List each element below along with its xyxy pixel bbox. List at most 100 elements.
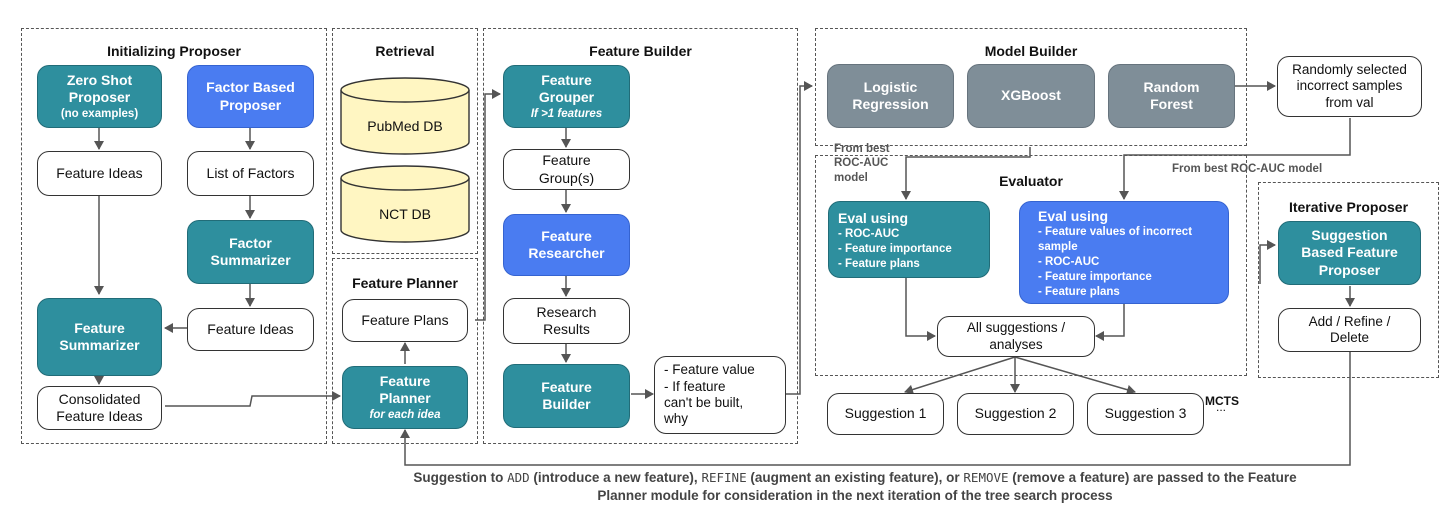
eval-left-title: Eval using xyxy=(838,210,909,226)
nct-db-cylinder[interactable]: NCT DB xyxy=(338,164,472,244)
iterative-proposer-group: Iterative Proposer xyxy=(1258,182,1439,378)
feature-grouper-label: Feature Grouper xyxy=(538,72,595,106)
random-samples-label: Randomly selected incorrect samples from… xyxy=(1292,61,1407,110)
feature-summarizer-label: Feature Summarizer xyxy=(59,319,140,353)
nct-db-label: NCT DB xyxy=(379,206,431,222)
suggestion-based-proposer-box[interactable]: Suggestion Based Feature Proposer xyxy=(1278,221,1421,285)
caption-line-1: Suggestion to ADD (introduce a new featu… xyxy=(300,469,1410,487)
factor-summarizer-label: Factor Summarizer xyxy=(210,234,291,268)
eval-right-item-5: - Feature plans xyxy=(1038,285,1120,298)
factor-based-proposer-box[interactable]: Factor Based Proposer xyxy=(187,65,314,128)
feature-builder-label: Feature Builder xyxy=(541,378,592,412)
eval-right-title: Eval using xyxy=(1038,208,1109,224)
caption-part-3: (augment an existing feature), or xyxy=(746,470,964,485)
caption-part-1: Suggestion to xyxy=(413,470,508,485)
caption: Suggestion to ADD (introduce a new featu… xyxy=(300,469,1410,505)
feature-researcher-label: Feature Researcher xyxy=(528,227,605,261)
output-line-1: - Feature value xyxy=(664,362,755,378)
random-forest-box[interactable]: Random Forest xyxy=(1108,64,1235,128)
iterative-proposer-title: Iterative Proposer xyxy=(1288,199,1409,215)
pubmed-db-label: PubMed DB xyxy=(367,118,443,134)
feature-groups-label: Feature Group(s) xyxy=(538,152,595,186)
ellipsis-label: ... xyxy=(1216,400,1227,414)
feature-planner-sub: for each idea xyxy=(369,408,441,421)
add-refine-delete-box[interactable]: Add / Refine / Delete xyxy=(1278,308,1421,352)
eval-right-box[interactable]: Eval using - Feature values of incorrect… xyxy=(1019,201,1229,304)
consolidated-feature-ideas-box[interactable]: Consolidated Feature Ideas xyxy=(37,386,162,430)
caption-add: ADD xyxy=(507,470,530,485)
caption-remove: REMOVE xyxy=(963,470,1009,485)
evaluator-title: Evaluator xyxy=(999,173,1063,189)
feature-summarizer-box[interactable]: Feature Summarizer xyxy=(37,298,162,376)
zero-shot-proposer-sub: (no examples) xyxy=(60,107,139,120)
note-left-line-1: From best xyxy=(834,143,890,155)
suggestion-1-box[interactable]: Suggestion 1 xyxy=(827,393,944,435)
from-best-note-right: From best ROC-AUC model xyxy=(1172,163,1323,175)
feature-ideas-right-box[interactable]: Feature Ideas xyxy=(187,308,314,351)
feature-researcher-box[interactable]: Feature Researcher xyxy=(503,214,630,276)
feature-planner-label: Feature Planner xyxy=(379,373,431,407)
research-results-box[interactable]: Research Results xyxy=(503,298,630,344)
from-best-note-left: From best ROC-AUC model xyxy=(834,142,890,185)
mcts-label: MCTS xyxy=(1205,394,1239,408)
feature-builder-title: Feature Builder xyxy=(589,43,692,59)
suggestion-3-box[interactable]: Suggestion 3 xyxy=(1087,393,1204,435)
feature-builder-group: Feature Builder xyxy=(483,28,798,444)
evaluator-group: Evaluator xyxy=(815,155,1247,376)
xgboost-box[interactable]: XGBoost xyxy=(967,64,1095,128)
feature-grouper-sub: If >1 features xyxy=(530,107,603,120)
all-suggestions-box[interactable]: All suggestions / analyses xyxy=(937,316,1095,357)
list-of-factors-box[interactable]: List of Factors xyxy=(187,151,314,196)
feature-grouper-box[interactable]: Feature Grouper If >1 features xyxy=(503,65,630,128)
caption-part-2: (introduce a new feature), xyxy=(529,470,702,485)
initializing-proposer-group: Initializing Proposer xyxy=(21,28,327,444)
output-line-3: can't be built, xyxy=(664,395,744,410)
research-results-label: Research Results xyxy=(536,303,597,337)
note-left-line-3: model xyxy=(834,171,868,184)
logistic-regression-box[interactable]: Logistic Regression xyxy=(827,64,954,128)
feature-groups-box[interactable]: Feature Group(s) xyxy=(503,149,630,190)
logistic-regression-label: Logistic Regression xyxy=(852,78,929,112)
zero-shot-proposer-label: Zero Shot Proposer xyxy=(66,72,133,106)
pubmed-db-cylinder[interactable]: PubMed DB xyxy=(338,76,472,156)
eval-right-item-4: - Feature importance xyxy=(1038,270,1152,283)
zero-shot-proposer-box[interactable]: Zero Shot Proposer (no examples) xyxy=(37,65,162,128)
database-icon xyxy=(340,77,470,155)
note-left-line-2: ROC-AUC xyxy=(834,157,889,170)
feature-plans-box[interactable]: Feature Plans xyxy=(342,299,468,342)
eval-left-item-2: - Feature importance xyxy=(838,243,952,256)
eval-right-item-3: - ROC-AUC xyxy=(1038,255,1100,268)
eval-right-item-1: - Feature values of incorrect xyxy=(1038,226,1193,239)
output-line-4: why xyxy=(664,411,689,427)
factor-based-proposer-label: Factor Based Proposer xyxy=(206,79,295,113)
initializing-proposer-title: Initializing Proposer xyxy=(107,43,241,59)
retrieval-group: Retrieval xyxy=(332,28,478,254)
suggestion-2-box[interactable]: Suggestion 2 xyxy=(957,393,1074,435)
eval-left-item-1: - ROC-AUC xyxy=(838,228,900,241)
add-refine-delete-label: Add / Refine / Delete xyxy=(1308,313,1391,345)
consolidated-feature-ideas-label: Consolidated Feature Ideas xyxy=(56,390,143,424)
suggestion-3-label: Suggestion 3 xyxy=(1104,405,1187,422)
random-samples-box[interactable]: Randomly selected incorrect samples from… xyxy=(1277,56,1422,117)
feature-planner-box[interactable]: Feature Planner for each idea xyxy=(342,366,468,429)
eval-left-box[interactable]: Eval using - ROC-AUC - Feature importanc… xyxy=(828,201,990,278)
eval-left-item-3: - Feature plans xyxy=(838,257,920,270)
random-forest-label: Random Forest xyxy=(1143,78,1200,112)
feature-builder-box[interactable]: Feature Builder xyxy=(503,364,630,428)
all-suggestions-label: All suggestions / analyses xyxy=(966,320,1066,352)
feature-build-output-box[interactable]: - Feature value - If feature can't be bu… xyxy=(654,356,786,434)
feature-ideas-left-label: Feature Ideas xyxy=(56,164,143,181)
feature-plans-label: Feature Plans xyxy=(361,311,449,328)
caption-part-4: (remove a feature) are passed to the Fea… xyxy=(1008,470,1297,485)
model-builder-title: Model Builder xyxy=(984,43,1078,59)
suggestion-1-label: Suggestion 1 xyxy=(844,405,927,422)
suggestion-2-label: Suggestion 2 xyxy=(974,405,1057,422)
list-of-factors-label: List of Factors xyxy=(206,164,295,181)
suggestion-based-proposer-label: Suggestion Based Feature Proposer xyxy=(1301,227,1398,278)
database-icon xyxy=(340,165,470,243)
factor-summarizer-box[interactable]: Factor Summarizer xyxy=(187,220,314,284)
feature-ideas-left-box[interactable]: Feature Ideas xyxy=(37,151,162,196)
feature-planner-title: Feature Planner xyxy=(352,275,458,291)
xgboost-label: XGBoost xyxy=(1001,87,1061,104)
